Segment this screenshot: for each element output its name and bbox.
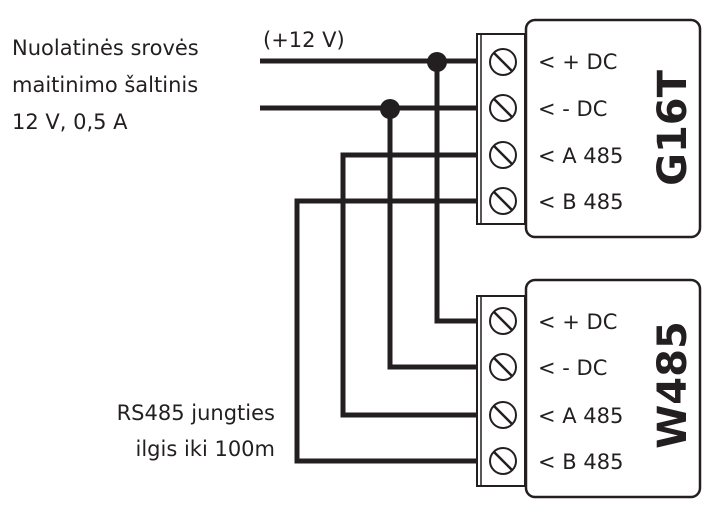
power-supply-line-2: maitinimo šaltinis [12, 73, 198, 97]
module-g16t: < + DC < - DC < A 485 < B 485 G16T [476, 18, 702, 239]
screw-icon [489, 307, 517, 335]
terminal-label: < + DC [538, 310, 617, 334]
module-name: W485 [650, 321, 696, 449]
terminal-block [476, 295, 526, 487]
power-supply-line-3: 12 V, 0,5 A [12, 110, 128, 134]
terminal-label: < A 485 [538, 404, 623, 428]
module-body [524, 278, 702, 499]
screw-icon [489, 401, 517, 429]
screw-icon [489, 187, 517, 215]
terminal-label: < B 485 [538, 190, 623, 214]
terminal-label: < A 485 [538, 144, 623, 168]
power-supply-line-1: Nuolatinės srovės [12, 36, 199, 60]
module-name: G16T [650, 69, 696, 185]
module-w485: < + DC < - DC < A 485 < B 485 W485 [476, 278, 702, 499]
wires [260, 52, 478, 464]
wire-minus-w485 [387, 108, 478, 370]
cable-note: RS485 jungties ilgis iki 100m [117, 401, 275, 461]
module-body [524, 18, 702, 239]
screw-icon [489, 48, 517, 76]
screw-icon [489, 141, 517, 169]
screw-icon [489, 353, 517, 381]
cable-note-line-1: RS485 jungties [117, 401, 275, 425]
junction-dot-plus [427, 52, 447, 72]
terminal-label: < + DC [538, 50, 617, 74]
voltage-label: (+12 V) [263, 28, 345, 52]
terminal-block [476, 33, 526, 225]
junction-dot-minus [380, 99, 400, 119]
terminal-label: < B 485 [538, 450, 623, 474]
wire-a485 [340, 152, 478, 418]
terminal-label: < - DC [538, 97, 607, 121]
cable-note-line-2: ilgis iki 100m [136, 437, 276, 461]
terminal-label: < - DC [538, 356, 607, 380]
power-supply-label: Nuolatinės srovės maitinimo šaltinis 12 … [12, 36, 199, 134]
screw-icon [489, 94, 517, 122]
wire-plus-w485 [434, 61, 478, 324]
screw-icon [489, 447, 517, 475]
